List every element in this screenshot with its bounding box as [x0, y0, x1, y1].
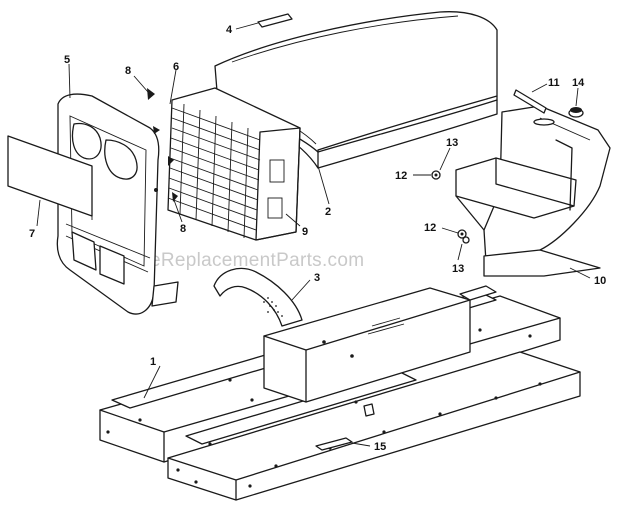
callout-10: 10: [594, 275, 606, 287]
callout-9: 9: [302, 226, 308, 238]
panel-insert-part: [7, 135, 93, 220]
fastener-part: [431, 170, 470, 244]
callout-13-upper: 13: [446, 137, 458, 149]
callout-8-upper: 8: [125, 65, 131, 77]
fuel-cap-part: [568, 107, 584, 118]
emblem-part: [257, 13, 293, 28]
callout-14: 14: [572, 77, 585, 89]
callout-11: 11: [548, 77, 560, 89]
callout-2: 2: [325, 206, 331, 218]
tank-bracket-part: [455, 105, 611, 277]
heat-shield-part: [213, 267, 303, 327]
front-panel-part: [56, 93, 179, 315]
callout-12-lower: 12: [424, 222, 436, 234]
callout-6: 6: [173, 61, 179, 73]
plate-part: [315, 437, 353, 451]
callout-12-upper: 12: [395, 170, 407, 182]
rod-part: [513, 89, 547, 114]
battery-box-part: [263, 285, 497, 403]
callout-1: 1: [150, 356, 156, 368]
callout-7: 7: [29, 228, 35, 240]
watermark-text: eReplacementParts.com: [150, 250, 364, 271]
callout-8-lower: 8: [180, 223, 186, 235]
callout-13-lower: 13: [452, 263, 464, 275]
leader-lines: [36, 22, 591, 447]
callout-5: 5: [64, 54, 70, 66]
grille-part: [167, 87, 301, 241]
callout-15: 15: [374, 441, 386, 453]
clip-part: [147, 88, 178, 202]
callout-4: 4: [226, 24, 233, 36]
callout-labels: 1 2 3 4 5 6 7 8 8 9 10 11 12 12 13 13 14…: [29, 24, 606, 453]
callout-3: 3: [314, 272, 320, 284]
